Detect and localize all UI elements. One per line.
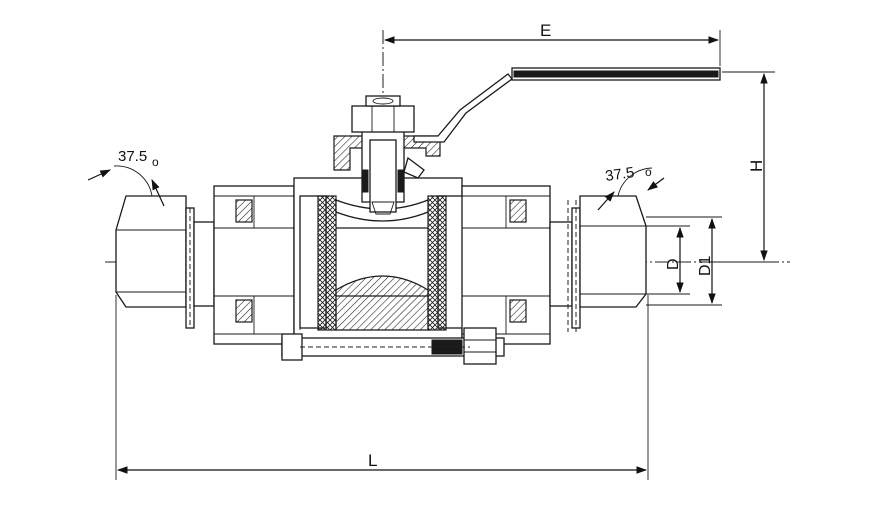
left-pipe-neck <box>193 221 215 307</box>
left-bevel-angle <box>87 165 165 207</box>
dimension-d <box>646 225 690 295</box>
dimension-l <box>115 295 649 480</box>
bolt-head-left <box>281 333 303 361</box>
stem-nut-top <box>365 95 401 107</box>
right-bevel-angle <box>597 167 665 211</box>
left-end-pipe <box>115 195 215 329</box>
dimension-d1-label: D1 <box>697 255 714 276</box>
left-angle-label: 37.5 <box>118 148 147 165</box>
stem-packing-left <box>361 169 369 193</box>
stop-plate-hatch <box>333 135 441 171</box>
right-weld-end <box>579 195 647 308</box>
left-seal-hatch <box>235 199 253 223</box>
left-union-nut <box>213 185 295 345</box>
right-angle-degree: o <box>645 165 652 179</box>
dimension-e <box>383 30 721 66</box>
left-angle-arc <box>113 165 153 197</box>
left-seat-crosshatch <box>317 195 337 331</box>
left-angle-degree: o <box>152 155 159 169</box>
dimension-l-label: L <box>368 451 377 470</box>
right-seal-hatch <box>509 199 527 223</box>
right-pipe-neck <box>549 221 573 307</box>
bolt-nut-right <box>463 327 497 365</box>
lever-arm <box>413 73 513 143</box>
dimension-d1 <box>646 216 722 306</box>
dimension-d-label: D <box>665 258 682 270</box>
valve-body <box>293 177 465 355</box>
handle-lever <box>413 67 721 143</box>
right-seat-crosshatch <box>427 195 447 331</box>
stem-nut <box>351 105 415 133</box>
right-angle-label: 37.5 <box>604 164 635 185</box>
dimension-e-label: E <box>540 21 551 40</box>
ball-lower-hatch <box>335 275 429 331</box>
right-angle-arc <box>617 167 653 197</box>
stem-assembly <box>333 95 441 215</box>
stem-packing-right <box>397 169 405 193</box>
gland-clip <box>403 156 425 179</box>
dimension-h-label: H <box>747 160 766 172</box>
lever-grip-cover <box>513 70 719 78</box>
right-union-nut <box>461 185 551 345</box>
stem <box>369 139 397 213</box>
stem-key <box>371 201 395 215</box>
left-weld-end <box>115 195 187 308</box>
right-end-pipe <box>549 195 647 332</box>
body-bolt <box>281 327 505 365</box>
